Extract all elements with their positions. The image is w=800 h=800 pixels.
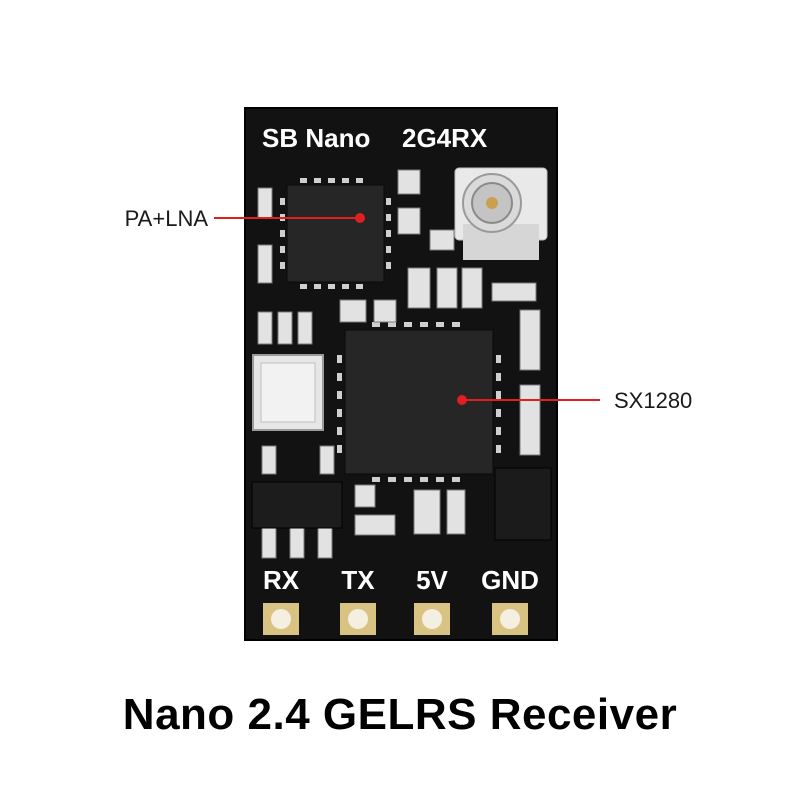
crystal-oscillator — [252, 354, 324, 431]
callout-sx1280 — [457, 395, 600, 405]
pa-lna-chip — [280, 178, 391, 289]
pad-5v — [414, 603, 450, 635]
solder-pads — [263, 603, 528, 635]
pad-rx — [263, 603, 299, 635]
pin-label-rx: RX — [263, 565, 300, 595]
silkscreen-model: 2G4RX — [402, 123, 488, 153]
pin-label-tx: TX — [341, 565, 375, 595]
callout-pa-lna — [214, 213, 365, 223]
callout-sx1280-label: SX1280 — [614, 388, 692, 413]
callout-pa-lna-label: PA+LNA — [125, 206, 209, 231]
pin-label-5v: 5V — [416, 565, 448, 595]
passive-components — [251, 169, 552, 559]
silkscreen-brand: SB Nano — [262, 123, 370, 153]
product-caption: Nano 2.4 GELRS Receiver — [122, 690, 678, 739]
pin-label-gnd: GND — [481, 565, 539, 595]
pad-tx — [340, 603, 376, 635]
antenna-connector — [454, 167, 548, 260]
pad-gnd — [492, 603, 528, 635]
sx1280-chip — [337, 322, 501, 482]
